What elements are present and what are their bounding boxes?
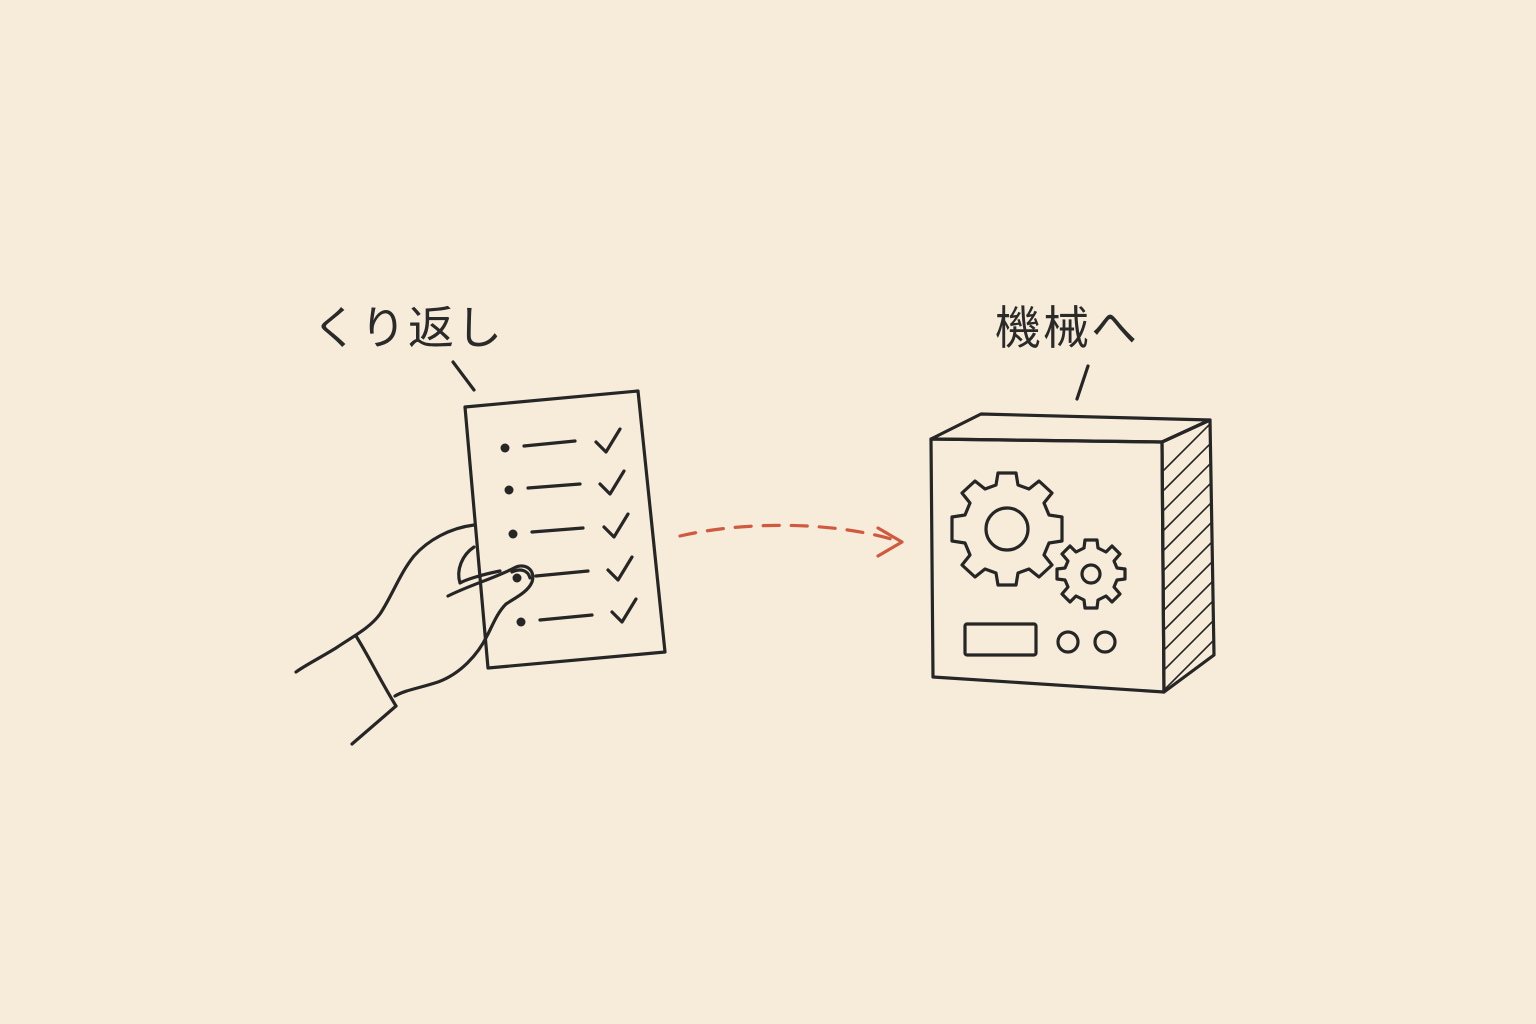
machine-front-face	[929, 437, 1166, 694]
right-label-leader-line	[1075, 364, 1090, 401]
machine-side-face	[1160, 418, 1216, 694]
hand-back-line	[294, 523, 476, 674]
machine-button	[1056, 630, 1080, 654]
large-gear-icon	[950, 471, 1064, 587]
to-machine-label: 機械へ	[995, 301, 1139, 355]
dashed-arrow-right-icon	[678, 523, 904, 558]
machine-display	[963, 622, 1038, 657]
hand-thumb-base	[457, 545, 502, 585]
checklist-row	[508, 512, 630, 539]
wrist-line	[350, 704, 398, 746]
thumbnail	[510, 568, 532, 580]
checklist-icon	[463, 389, 667, 670]
hand-icon	[294, 523, 535, 746]
hand-thumb	[393, 564, 535, 698]
machine-icon	[929, 412, 1216, 694]
machine-button	[1093, 630, 1117, 654]
repetition-label: くり返し	[312, 301, 504, 355]
small-gear-icon	[1055, 538, 1127, 610]
side-hatching	[1163, 420, 1214, 692]
checklist-row	[512, 555, 634, 583]
checklist-row	[500, 427, 622, 454]
cuff-line	[354, 634, 398, 708]
checklist-row	[516, 597, 638, 627]
checklist-row	[504, 469, 626, 496]
left-label-leader-line	[451, 360, 476, 392]
